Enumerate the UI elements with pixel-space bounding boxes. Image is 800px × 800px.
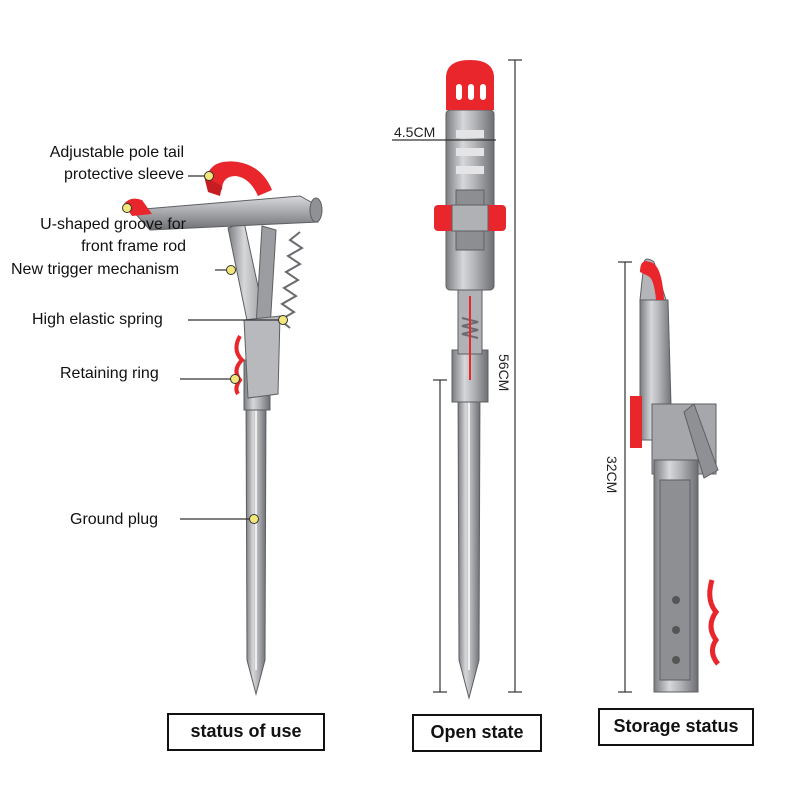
holder-in-use <box>124 161 323 696</box>
holder-open <box>434 60 506 700</box>
label-sleeve-line1: Adjustable pole tail <box>49 144 184 161</box>
label-sleeve-line2: protective sleeve <box>63 166 184 183</box>
label-sleeve: Adjustable pole tail protective sleeve <box>14 142 184 186</box>
dimension-open-length: 56CM <box>496 354 512 392</box>
storage-dimension-line <box>618 261 632 693</box>
caption-status-of-use: status of use <box>167 713 325 751</box>
caption-storage-status: Storage status <box>598 708 754 746</box>
label-spring: High elastic spring <box>32 311 163 328</box>
label-trigger: New trigger mechanism <box>11 261 180 278</box>
label-plug: Ground plug <box>70 511 159 528</box>
holder-storage <box>630 258 720 693</box>
dimension-storage-length: 32CM <box>604 456 620 494</box>
label-groove-line2: front frame rod <box>81 238 186 255</box>
open-dimension-lines <box>392 59 522 693</box>
callout-markers <box>122 171 288 524</box>
caption-open-state: Open state <box>412 714 542 752</box>
label-groove: U-shaped groove for front frame rod <box>10 214 186 258</box>
callout-lines <box>180 175 282 520</box>
label-groove-line1: U-shaped groove for <box>40 216 186 233</box>
label-ring: Retaining ring <box>60 365 159 382</box>
dimension-width: 4.5CM <box>394 124 436 140</box>
